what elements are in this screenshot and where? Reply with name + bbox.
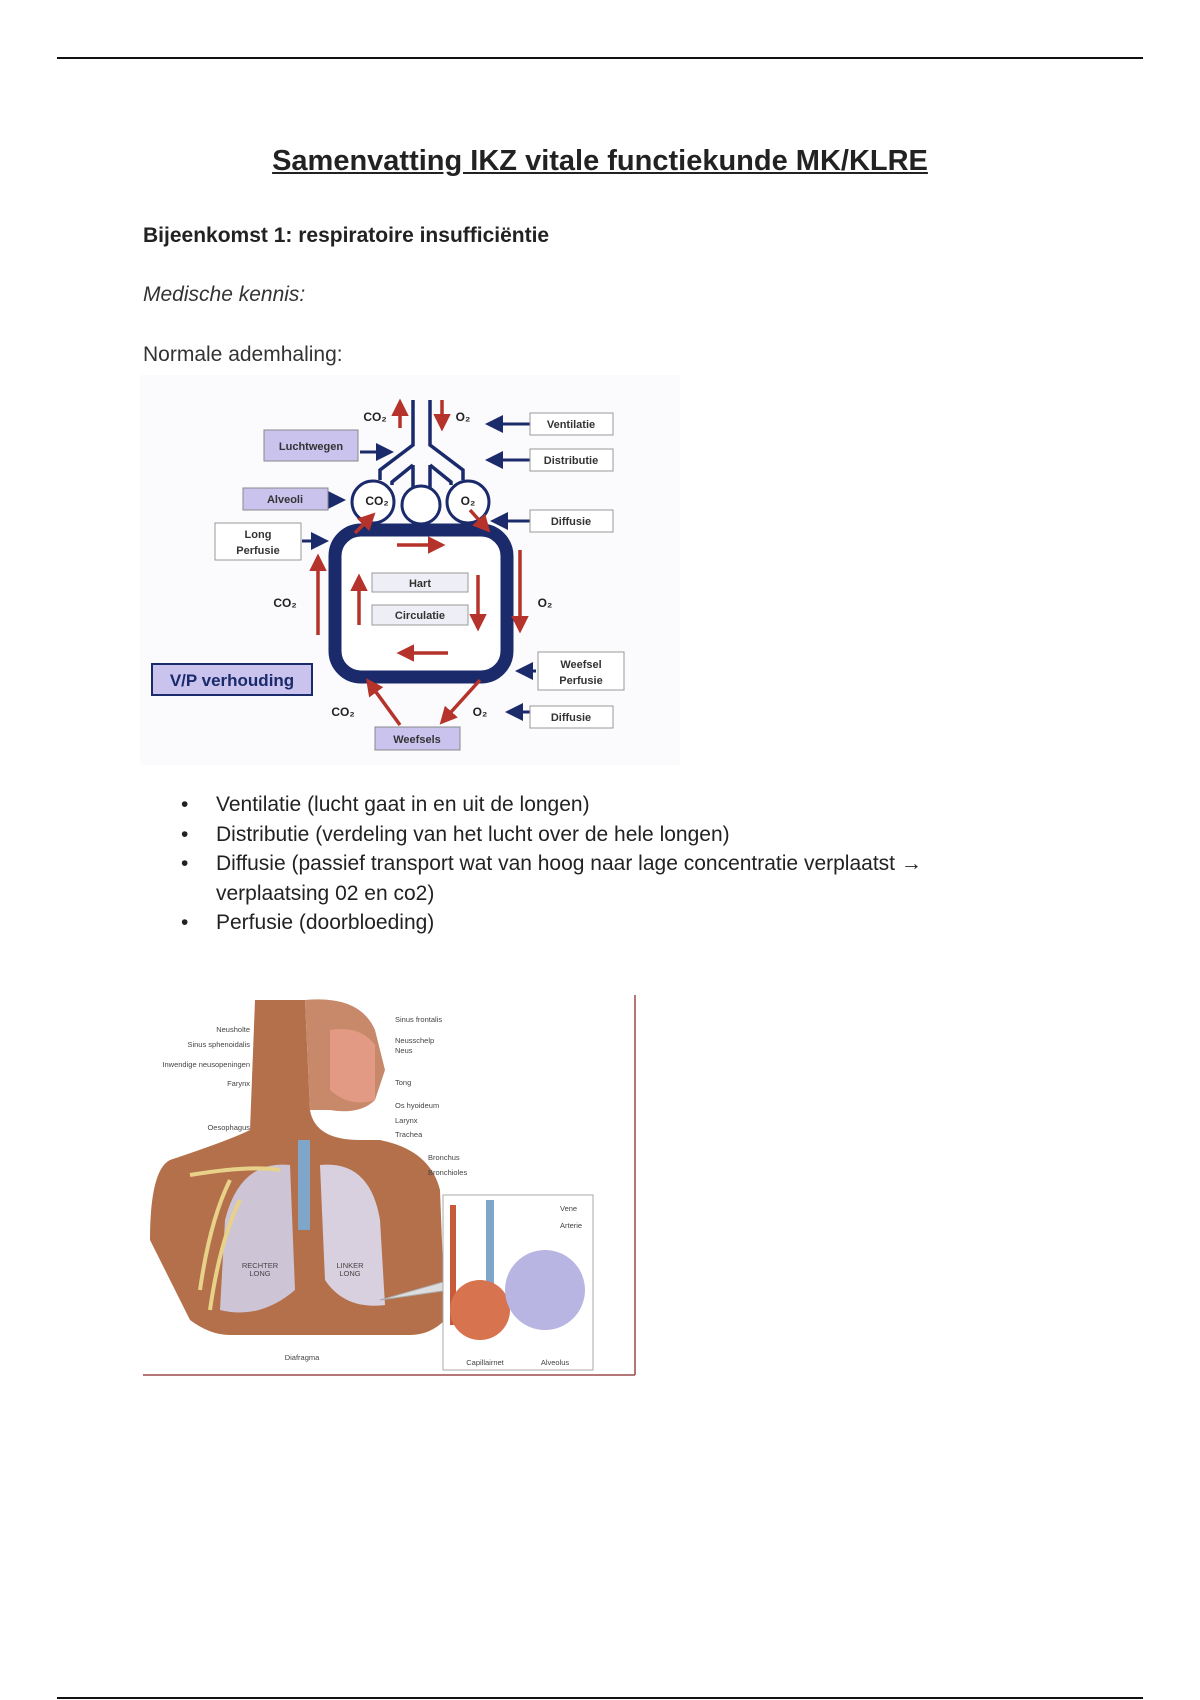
label-circulatie: Circulatie bbox=[395, 610, 445, 622]
label-diffusie: Diffusie bbox=[551, 516, 591, 528]
co2-label: CO₂ bbox=[363, 410, 386, 424]
label-weefsel: Weefsel bbox=[560, 659, 601, 671]
label-weefsel-perfusie: Perfusie bbox=[559, 675, 602, 687]
respiratory-anatomy-illustration: Neusholte Sinus sphenoidalis Inwendige n… bbox=[143, 995, 636, 1376]
label-diffusie-tissue: Diffusie bbox=[551, 712, 591, 724]
svg-text:Tong: Tong bbox=[395, 1078, 411, 1087]
o2-tissue-label: O₂ bbox=[473, 705, 488, 719]
label-luchtwegen: Luchtwegen bbox=[279, 441, 343, 453]
co2-return-label: CO₂ bbox=[273, 596, 296, 610]
svg-text:Vene: Vene bbox=[560, 1204, 577, 1213]
page-title: Samenvatting IKZ vitale functiekunde MK/… bbox=[272, 145, 928, 177]
alveoli-circles bbox=[350, 479, 491, 526]
list-item: •Ventilatie (lucht gaat in en uit de lon… bbox=[181, 793, 590, 816]
svg-text:Diafragma: Diafragma bbox=[285, 1353, 320, 1362]
svg-text:Alveolus: Alveolus bbox=[541, 1358, 570, 1367]
svg-text:LINKER: LINKER bbox=[336, 1261, 364, 1270]
list-item: •Distributie (verdeling van het lucht ov… bbox=[181, 822, 730, 846]
label-hart: Hart bbox=[409, 578, 431, 590]
svg-text:Sinus frontalis: Sinus frontalis bbox=[395, 1015, 442, 1024]
bullet-list: •Ventilatie (lucht gaat in en uit de lon… bbox=[143, 790, 993, 938]
co2-alveolus-label: CO₂ bbox=[365, 494, 388, 508]
svg-text:Oesophagus: Oesophagus bbox=[207, 1123, 250, 1132]
circulation-loop bbox=[328, 523, 514, 684]
footer-rule bbox=[57, 1697, 1143, 1699]
pointer-arrows bbox=[302, 415, 536, 721]
o2-alveolus-label: O₂ bbox=[461, 494, 476, 508]
section-heading: Bijeenkomst 1: respiratoire insufficiënt… bbox=[143, 224, 550, 247]
svg-text:Sinus sphenoidalis: Sinus sphenoidalis bbox=[187, 1040, 250, 1049]
svg-text:Neus: Neus bbox=[395, 1046, 413, 1055]
svg-text:Bronchioles: Bronchioles bbox=[428, 1168, 467, 1177]
label-ventilatie: Ventilatie bbox=[547, 419, 595, 431]
flow-arrows bbox=[309, 398, 529, 727]
label-vp-verhouding: V/P verhouding bbox=[170, 671, 294, 690]
label-long-perfusie: Perfusie bbox=[236, 545, 279, 557]
nasal-cavity bbox=[330, 1029, 375, 1103]
svg-text:RECHTER: RECHTER bbox=[242, 1261, 279, 1270]
svg-text:Trachea: Trachea bbox=[395, 1130, 423, 1139]
svg-text:Capillairnet: Capillairnet bbox=[466, 1358, 504, 1367]
svg-text:Arterie: Arterie bbox=[560, 1221, 582, 1230]
label-distributie: Distributie bbox=[544, 455, 598, 467]
svg-text:LONG: LONG bbox=[249, 1269, 270, 1278]
list-item: •Perfusie (doorbloeding) bbox=[181, 911, 435, 934]
svg-text:Neusholte: Neusholte bbox=[216, 1025, 250, 1034]
svg-text:Larynx: Larynx bbox=[395, 1116, 418, 1125]
trachea bbox=[298, 1140, 310, 1230]
anatomy-labels: Neusholte Sinus sphenoidalis Inwendige n… bbox=[162, 1015, 582, 1367]
section-label: Normale ademhaling: bbox=[143, 343, 343, 366]
label-long: Long bbox=[245, 529, 272, 541]
co2-tissue-label: CO₂ bbox=[331, 705, 354, 719]
o2-supply-label: O₂ bbox=[538, 596, 553, 610]
respiration-diagram: Ventilatie Distributie Diffusie Diffusie… bbox=[140, 375, 680, 765]
label-inwendige-neusopeningen: Inwendige neusopeningen bbox=[162, 1060, 250, 1069]
list-item: •Diffusie (passief transport wat van hoo… bbox=[181, 852, 922, 905]
o2-label: O₂ bbox=[456, 410, 471, 424]
svg-text:Neusschelp: Neusschelp bbox=[395, 1036, 434, 1045]
header-rule bbox=[57, 57, 1143, 59]
label-weefsels: Weefsels bbox=[393, 734, 441, 746]
label-alveoli: Alveoli bbox=[267, 494, 303, 506]
svg-text:LONG: LONG bbox=[339, 1269, 360, 1278]
airway-tree bbox=[378, 400, 465, 488]
svg-text:Farynx: Farynx bbox=[227, 1079, 250, 1088]
subheading: Medische kennis: bbox=[143, 283, 306, 306]
ribs bbox=[189, 1166, 281, 1311]
left-lung bbox=[320, 1164, 385, 1306]
svg-text:Os hyoideum: Os hyoideum bbox=[395, 1101, 439, 1110]
svg-text:Bronchus: Bronchus bbox=[428, 1153, 460, 1162]
